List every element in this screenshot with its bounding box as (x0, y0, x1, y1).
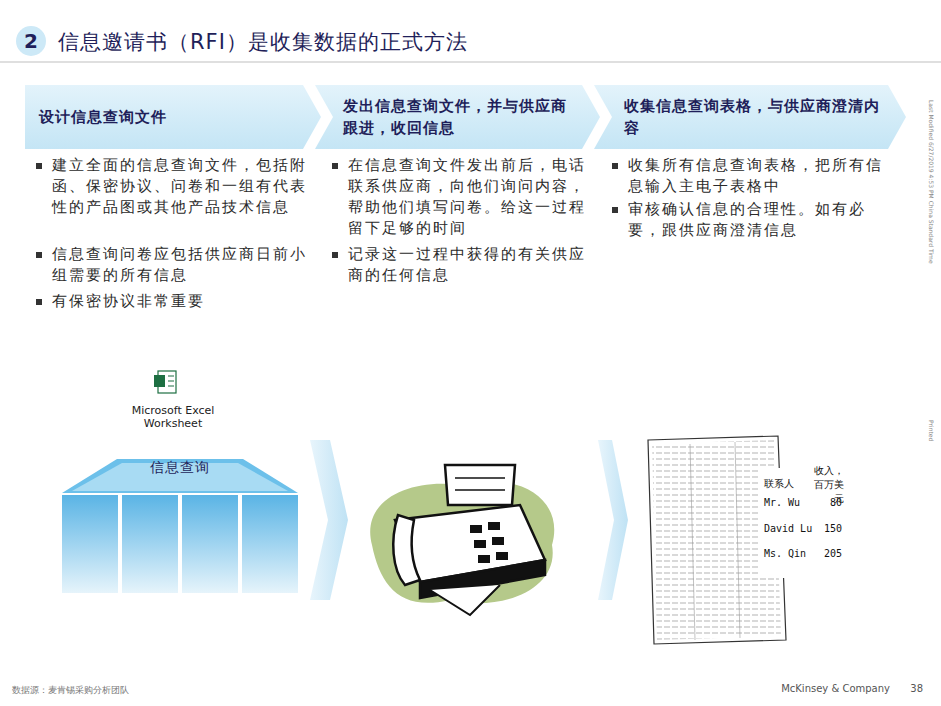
pillar-label: 信息查询 (62, 459, 298, 477)
excel-icon (154, 371, 176, 393)
table-cell: David Lu (764, 523, 814, 534)
node-outline (594, 85, 906, 149)
process-arrow (598, 440, 628, 600)
icon-caption: Microsoft Excel Worksheet (118, 404, 228, 430)
bullet-text: 建立全面的信息查询文件，包括附函、保密协议、问卷和一组有代表性的产品图或其他产品… (34, 155, 309, 218)
number-circle (16, 26, 46, 56)
table-cell: Ms. Qin (764, 548, 814, 559)
bullet-text: 有保密协议非常重要 (34, 291, 309, 312)
header-text: 收集信息查询表格，与供应商澄清内容 (624, 95, 884, 139)
company-name: McKinsey & Company (770, 683, 890, 694)
bullet-text: 在信息查询文件发出前后，电话联系供应商，向他们询问内容，帮助他们填写问卷。给这一… (330, 155, 592, 239)
header-text: 设计信息查询文件 (39, 106, 294, 128)
title-rule (0, 62, 941, 63)
source-note: 数据源：麦肯锡采购分析团队 (12, 684, 212, 697)
node-outline (315, 85, 600, 149)
timestamp-note: Last Modified 6/27/2019 4:53 PM China St… (928, 100, 935, 264)
pillar-shape: 信息查询 (62, 455, 298, 593)
bullet-text: 信息查询问卷应包括供应商日前小组需要的所有信息 (34, 244, 309, 286)
page-number: 38 (893, 683, 923, 694)
chevron-header: 发出信息查询文件，并与供应商跟进，收回信息 (315, 85, 600, 149)
table-cell: Mr. Wu (764, 497, 814, 508)
fax-illustration (370, 465, 554, 615)
node-outline (62, 455, 298, 593)
table-cell: 150 (814, 523, 842, 534)
document-illustration (648, 436, 844, 644)
bullet-text: 审核确认信息的合理性。如有必要，跟供应商澄清信息 (610, 199, 892, 241)
bullet-text: 收集所有信息查询表格，把所有信息输入主电子表格中 (610, 155, 892, 197)
chevron-header: 设计信息查询文件 (25, 85, 321, 149)
bullet-text: 记录这一过程中获得的有关供应商的任何信息 (330, 244, 592, 286)
slide-title: 信息邀请书（RFI）是收集数据的正式方法 (58, 28, 468, 56)
table-cell: 联系人 (764, 477, 808, 491)
header-text: 发出信息查询文件，并与供应商跟进，收回信息 (343, 95, 578, 139)
table-cell: 205 (814, 548, 842, 559)
chevron-header: 收集信息查询表格，与供应商澄清内容 (594, 85, 906, 149)
process-arrow (310, 440, 348, 600)
print-note: Printed (928, 420, 935, 441)
table-cell: 80 (814, 497, 842, 508)
step-number: 2 (16, 29, 46, 53)
